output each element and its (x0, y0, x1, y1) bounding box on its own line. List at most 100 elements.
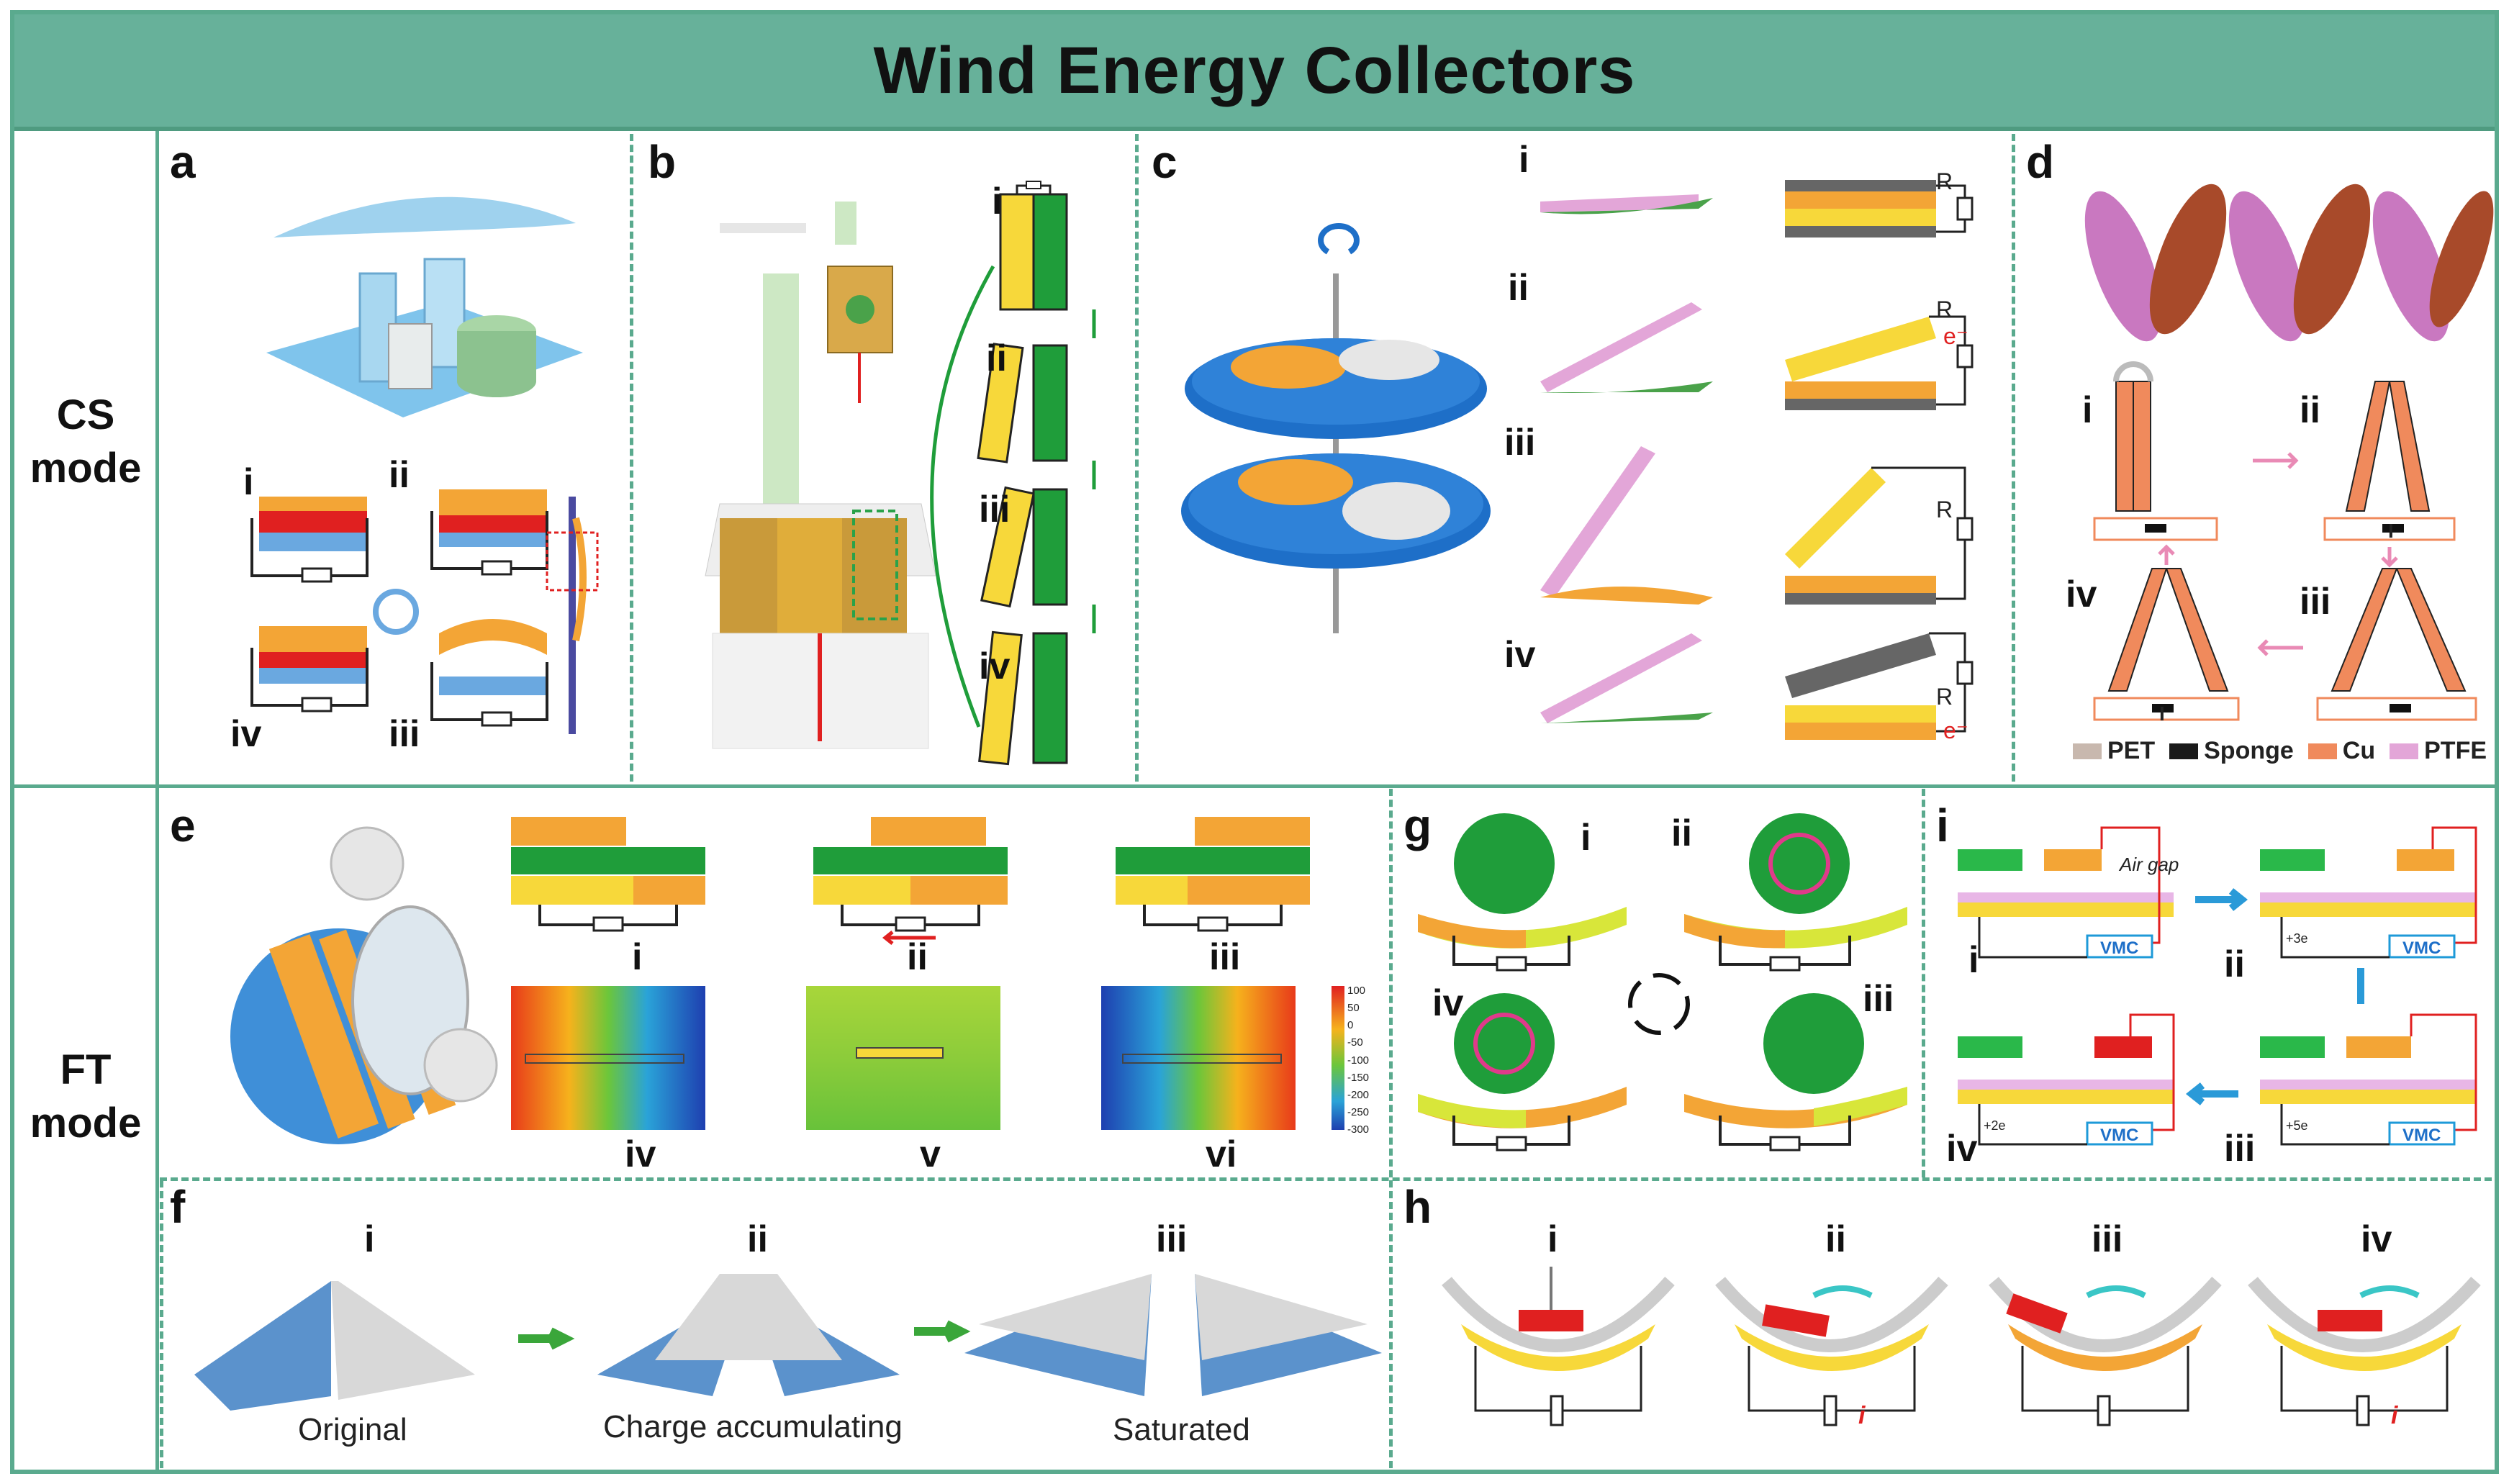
panel-a-cycle-arrows (373, 589, 419, 635)
panel-e-colorbar (1332, 986, 1344, 1130)
legend-swatch-sponge (2169, 743, 2199, 759)
panel-f-stages (194, 1274, 1382, 1411)
panel-a-device (266, 196, 583, 417)
mode-column-divider-top (155, 131, 159, 784)
panel-i-cycle (1958, 826, 2477, 1146)
panel-i-state-iii (2260, 1013, 2477, 1146)
panel-d-state-i (2093, 361, 2218, 541)
panel-h-label-ii: ii (1825, 1218, 1846, 1260)
panel-g-label-iii: iii (1863, 978, 1894, 1020)
panel-a-inset-rod (569, 497, 576, 734)
panel-g-label-iv: iv (1432, 982, 1464, 1024)
panel-c-state-iii (1540, 446, 1974, 605)
panel-g-state-ii (1684, 813, 1907, 972)
figure-frame (10, 10, 2499, 1474)
legend-swatch-cu (2307, 743, 2337, 759)
panel-b-letter: b (648, 136, 677, 188)
panel-e-state-iii (1116, 817, 1310, 932)
divider-left-bottom (160, 1180, 163, 1468)
panel-c-letter: c (1152, 136, 1177, 188)
panel-i-label-iv: iv (1946, 1128, 1978, 1169)
panel-c-state-iv (1540, 632, 1974, 740)
panel-f-caption-saturated: Saturated (1113, 1412, 1250, 1447)
panel-a-label-iii: iii (389, 713, 420, 755)
panel-h-current-iv: i (2391, 1402, 2398, 1429)
panel-e-fields (511, 986, 1344, 1130)
panel-f-stage-i (194, 1281, 475, 1411)
panel-i-letter: i (1936, 800, 1949, 851)
panel-c-electron-ii: e⁻ (1943, 323, 1968, 349)
panel-i-vmc-i: VMC (2100, 938, 2139, 958)
panel-c-resistor-iii: R (1936, 497, 1953, 522)
panel-g-state-iv (1418, 993, 1627, 1152)
panel-f-caption-original: Original (298, 1412, 407, 1447)
panel-e-device (230, 826, 498, 1144)
panel-i-vmc-iv: VMC (2100, 1126, 2139, 1145)
panel-c-label-ii: ii (1508, 267, 1529, 309)
panel-b-step-ii (977, 343, 1068, 463)
panel-c-states (1540, 180, 1974, 740)
divider-ab (630, 134, 633, 782)
panel-h-stage-i (1442, 1267, 1675, 1426)
panel-h-label-i: i (1547, 1218, 1558, 1260)
panel-c-resistor-i: R (1936, 168, 1953, 194)
panel-i-charge-ii: +3e (2286, 931, 2308, 946)
panel-f-label-i: i (364, 1218, 375, 1260)
panel-a-cycle (250, 489, 599, 734)
legend-label-pet: PET (2107, 737, 2156, 764)
panel-i-charge-iii: +5e (2286, 1118, 2308, 1133)
panel-h-stage-ii (1715, 1277, 1948, 1426)
panel-c-device (1181, 223, 1491, 633)
panel-b-cycle (930, 181, 1096, 766)
panel-g-cycle (1418, 813, 1907, 1152)
panel-g-state-iii (1684, 993, 1907, 1152)
panel-b-label-iii: iii (979, 489, 1011, 530)
panel-e-letter: e (170, 800, 196, 851)
panel-e-colorbar-ticks: 100 50 0 -50 -100 -150 -200 -250 -300 (1347, 985, 1370, 1136)
mode-column-divider-bottom (155, 784, 159, 1472)
panel-e-state-i (511, 817, 705, 932)
panel-d-label-ii: ii (2300, 389, 2320, 431)
panel-g-cycle-arrows (1628, 973, 1690, 1035)
panel-f-label-iii: iii (1156, 1218, 1188, 1260)
panel-h-stage-iii (1989, 1277, 2222, 1426)
panel-b-step-i (999, 181, 1068, 311)
panel-e-label-vi: vi (1206, 1134, 1237, 1175)
panel-e-field-vi (1101, 986, 1296, 1130)
panel-i-state-i (1958, 826, 2174, 959)
panel-e-label-iii: iii (1209, 936, 1241, 978)
panel-b-step-iii (980, 486, 1068, 608)
mode-label-cs: CS mode (30, 392, 142, 492)
panel-a-step-i (250, 497, 369, 583)
legend-swatch-ptfe (2390, 743, 2419, 759)
panel-h-stage-iv (2248, 1277, 2481, 1426)
panel-i-label-ii: ii (2224, 944, 2245, 985)
panel-f-label-ii: ii (747, 1218, 768, 1260)
panel-a-label-iv: iv (230, 713, 262, 755)
title-bar: Wind Energy Collectors (14, 14, 2495, 131)
legend-label-ptfe: PTFE (2424, 737, 2487, 764)
panel-a-film (388, 323, 433, 389)
panel-d-zigzag (2084, 184, 2494, 342)
panel-i-state-ii (2260, 826, 2477, 959)
panel-a-letter: a (170, 136, 196, 188)
panel-f-letter: f (170, 1181, 186, 1233)
panel-i-label-i: i (1968, 939, 1979, 981)
panel-e-label-ii: ii (907, 936, 928, 978)
panel-f-stage-ii (597, 1274, 900, 1396)
panel-c-label-iii: iii (1504, 422, 1536, 463)
panel-i-vmc-iii: VMC (2402, 1126, 2441, 1145)
panel-d-letter: d (2026, 136, 2055, 188)
panel-g-state-i (1418, 813, 1627, 972)
row-divider (14, 784, 2495, 788)
panel-h-stages (1442, 1267, 2481, 1426)
divider-e-g (1389, 789, 1393, 1177)
figure-title: Wind Energy Collectors (873, 33, 1636, 107)
panel-f-caption-accumulating: Charge accumulating (603, 1409, 903, 1444)
panel-g-label-ii: ii (1671, 813, 1692, 854)
panel-b-label-iv: iv (979, 646, 1011, 687)
panel-e-label-iv: iv (625, 1134, 656, 1175)
divider-cd (2012, 134, 2015, 782)
panel-d-legend: PET Sponge Cu PTFE (2073, 737, 2487, 765)
panel-d-cycle (2093, 361, 2477, 721)
